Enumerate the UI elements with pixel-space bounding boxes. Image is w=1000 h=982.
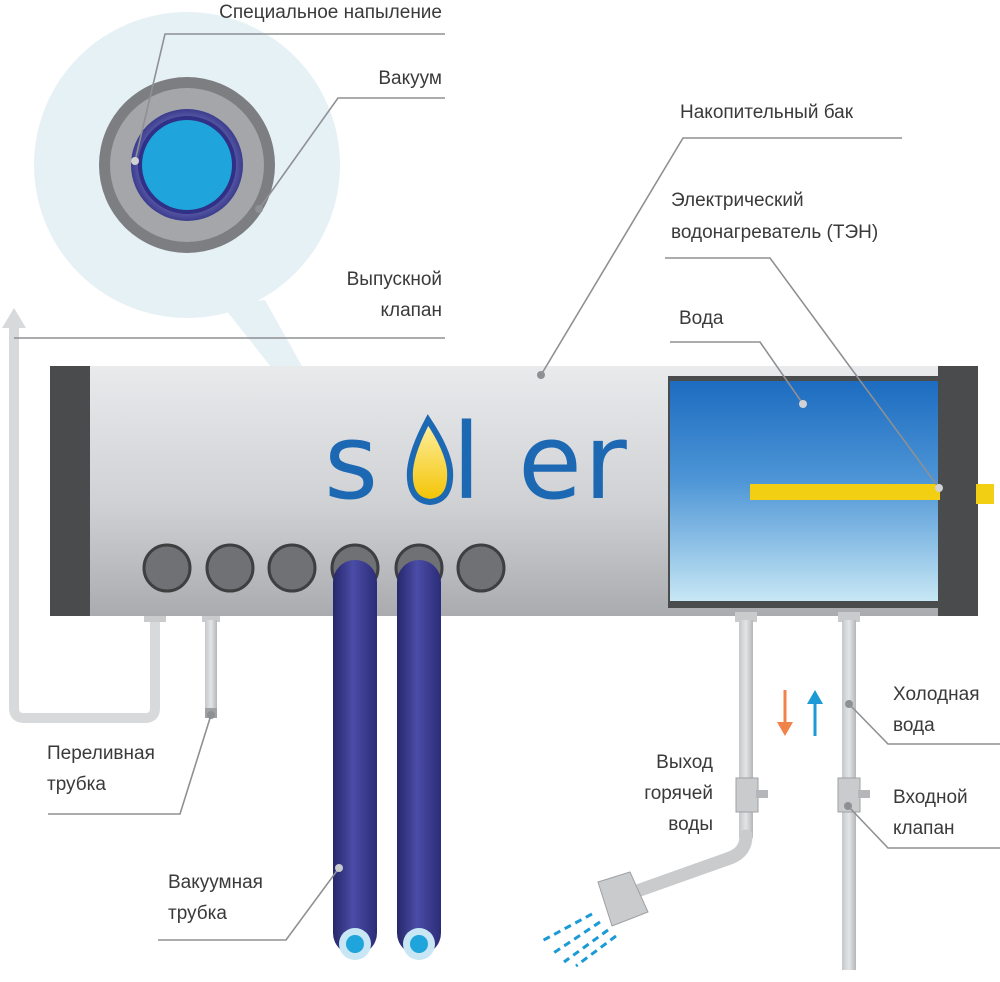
hot-outlet-valve [735,777,759,813]
label-cold-water-line1: Холодная [893,684,980,705]
label-vacuum-tube-line2: трубка [168,903,227,924]
overflow-return-pipe [2,308,166,723]
label-release-valve-line2: клапан [380,300,442,321]
tank-left-cap [50,366,90,616]
label-hot-out-line1: Выход [656,752,713,773]
label-water: Вода [679,308,724,329]
socket [456,543,506,593]
leader-dot [131,157,139,165]
leader-dot [335,864,343,872]
label-inlet-valve-line1: Входной [893,787,968,808]
heating-element-terminal [976,484,994,504]
flame-drop-icon [406,414,454,506]
arrow-up-icon [2,308,26,328]
labels: Специальное напыление Вакуум Накопительн… [47,2,980,924]
label-storage-tank: Накопительный бак [680,102,854,123]
vacuum-tube [397,560,441,955]
arrow-down-icon [777,690,793,736]
brand-text-right: l er [452,401,629,523]
overflow-tube [202,612,220,718]
label-heater-line1: Электрический [671,190,804,211]
heating-element [750,484,940,500]
leader-dot [537,371,545,379]
vacuum-tube [333,560,377,955]
cold-water-inlet [837,612,870,970]
label-hot-out-line3: воды [668,814,713,835]
label-overflow-line1: Переливная [47,743,155,764]
tube-end-core [346,935,364,953]
leader-dot [844,802,852,810]
vacuum-tubes [333,560,441,960]
flow-arrows [777,690,823,736]
shower-head-icon [539,871,649,968]
label-vacuum-tube-line1: Вакуумная [168,872,263,893]
leader-dot [935,484,943,492]
leader-dot [799,400,807,408]
leader-dot [255,205,263,213]
label-special-coating: Специальное напыление [219,2,442,23]
leader-dot [207,711,215,719]
water-core [142,120,232,210]
leader-dot [845,700,853,708]
label-hot-out-line2: горячей [644,783,713,804]
label-vacuum: Вакуум [378,68,442,89]
tank-right-cap [938,366,978,616]
socket [205,543,255,593]
label-heater-line2: водонагреватель (ТЭН) [671,222,878,243]
leader-lines [14,33,1000,941]
label-overflow-line2: трубка [47,774,106,795]
brand-text-left: s [324,401,380,523]
label-release-valve-line1: Выпускной [347,269,442,290]
label-inlet-valve-line2: клапан [893,818,955,839]
socket [142,543,192,593]
socket [267,543,317,593]
brand-logo: s l er [324,401,629,523]
tube-end-core [410,935,428,953]
arrow-up-icon [807,690,823,736]
magnified-cross-section [34,12,380,505]
hot-water-outlet [539,612,768,968]
label-cold-water-line2: вода [893,715,935,736]
